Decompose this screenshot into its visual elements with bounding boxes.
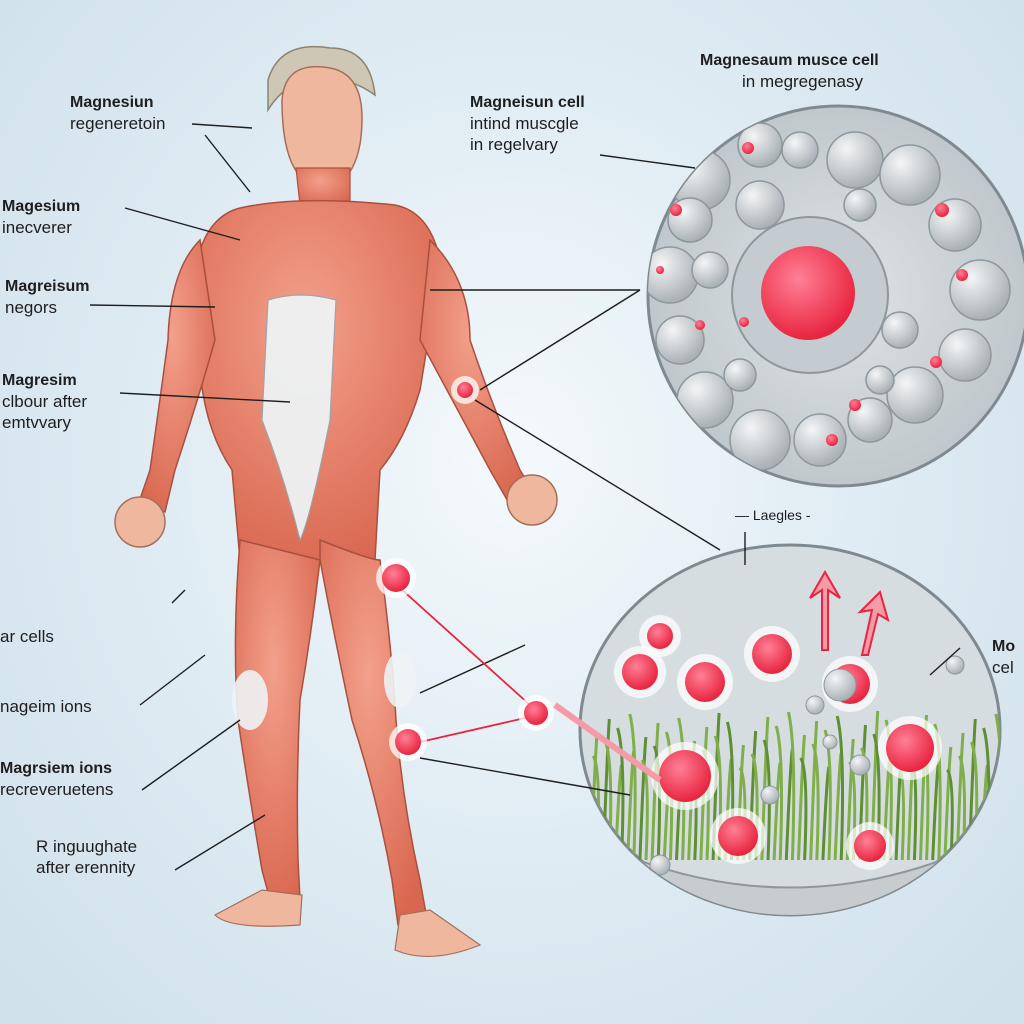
- vesicle: [649, 854, 671, 876]
- vesicle: [849, 754, 871, 776]
- magnesium-ion: [659, 750, 711, 802]
- ion-pathway: [399, 587, 662, 783]
- magnesium-ion: [622, 654, 658, 690]
- magnesium-ion: [742, 142, 754, 154]
- vesicle: [843, 188, 877, 222]
- vesicle: [865, 365, 895, 395]
- vesicle: [805, 695, 825, 715]
- magnesium-ion: [935, 203, 949, 217]
- leader-lines: [89, 123, 961, 871]
- vesicle: [735, 180, 785, 230]
- vesicle: [881, 311, 919, 349]
- vesicle: [781, 131, 819, 169]
- magnesium-ion: [395, 729, 421, 755]
- magnesium-ion: [685, 662, 725, 702]
- human-figure: [114, 45, 558, 957]
- vesicle: [938, 328, 992, 382]
- vesicle: [949, 259, 1011, 321]
- magnesium-ion: [718, 816, 758, 856]
- cell-nucleus: [761, 246, 855, 340]
- magnesium-ion: [849, 399, 861, 411]
- magnesium-ion: [854, 830, 886, 862]
- vesicle: [823, 668, 857, 702]
- label-cells: ar cells: [0, 627, 54, 646]
- label-mag-regeneration: Magnesiun regeneretoin: [70, 94, 166, 133]
- vesicle: [886, 366, 944, 424]
- vesicle: [945, 655, 965, 675]
- magnesium-ion: [656, 266, 664, 274]
- label-cell-top: Magnesaum musce cell in megregenasy: [700, 52, 879, 91]
- magnesium-ion: [739, 317, 749, 327]
- vesicle: [655, 315, 705, 365]
- magnesium-ion: [457, 382, 473, 398]
- vesicle: [793, 413, 847, 467]
- label-ions-recover: Magrsiem ions recreveruetens: [0, 760, 114, 799]
- label-mag-recover: Magesium inecverer: [2, 198, 81, 237]
- magnesium-ion: [930, 356, 942, 368]
- vesicle: [723, 358, 757, 392]
- label-right-edge: Mo cel: [992, 638, 1016, 677]
- vesicle: [691, 251, 729, 289]
- label-cell-mid: Magneisun cell intind muscgle in regelva…: [470, 94, 585, 154]
- label-mag-negors: Magreisum negors: [5, 278, 90, 317]
- vesicle: [760, 785, 780, 805]
- label-mag-elbow: Magresim clbour after emtvvary: [2, 372, 88, 432]
- vesicle: [822, 734, 838, 750]
- magnesium-ion: [647, 623, 673, 649]
- label-after: R inguughate after erennity: [36, 837, 138, 877]
- magnesium-ion: [524, 701, 548, 725]
- muscle-cell-magnified: [646, 104, 1024, 488]
- vesicle: [729, 409, 791, 471]
- tissue-magnified: [578, 543, 1002, 917]
- vesicle: [826, 131, 884, 189]
- magnesium-ion: [752, 634, 792, 674]
- magnesium-ion: [886, 724, 934, 772]
- magnesium-ion: [956, 269, 968, 281]
- label-laegles: — Laegles -: [735, 507, 811, 523]
- vesicle: [879, 144, 941, 206]
- vesicle: [648, 246, 699, 304]
- magnesium-ion: [826, 434, 838, 446]
- magnesium-ion: [670, 204, 682, 216]
- magnesium-ion: [382, 564, 410, 592]
- magnesium-ion: [695, 320, 705, 330]
- label-ions: nageim ions: [0, 697, 92, 716]
